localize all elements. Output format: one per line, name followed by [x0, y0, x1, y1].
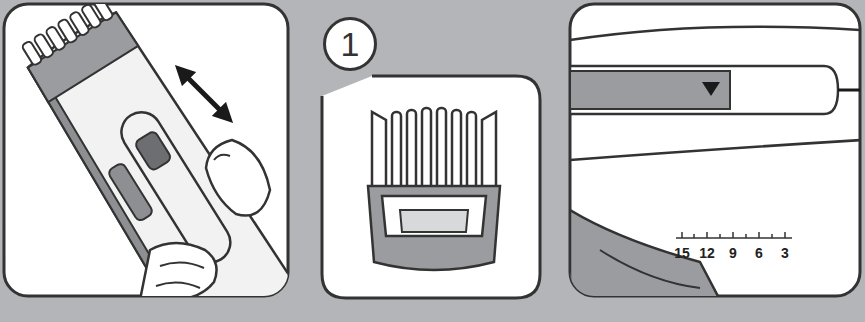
scale-number: 6: [755, 246, 763, 260]
comb-attachment: [368, 108, 500, 270]
scale-number: 9: [729, 246, 737, 260]
body-contour: [570, 27, 860, 40]
callout-number: 1: [341, 27, 360, 61]
panel-frame: [322, 76, 540, 298]
comb-base: [570, 210, 720, 296]
scale-number: 12: [699, 246, 715, 260]
thumb: [206, 140, 270, 216]
position-marker: [702, 82, 720, 96]
panel-two: [322, 76, 540, 298]
panel-three: [570, 4, 862, 300]
fingers: [140, 243, 217, 296]
clipper-body: [8, 4, 288, 296]
slide-arrow: [182, 72, 226, 116]
slider-bar: [570, 71, 730, 109]
cord: [838, 89, 860, 92]
panel-one: [4, 0, 347, 322]
length-scale: [676, 232, 792, 238]
scale-number: 15: [674, 246, 690, 260]
slider-window: [570, 66, 838, 114]
callout-circle: 1: [323, 17, 377, 71]
scale-number: 3: [781, 246, 789, 260]
body-contour: [570, 140, 860, 160]
